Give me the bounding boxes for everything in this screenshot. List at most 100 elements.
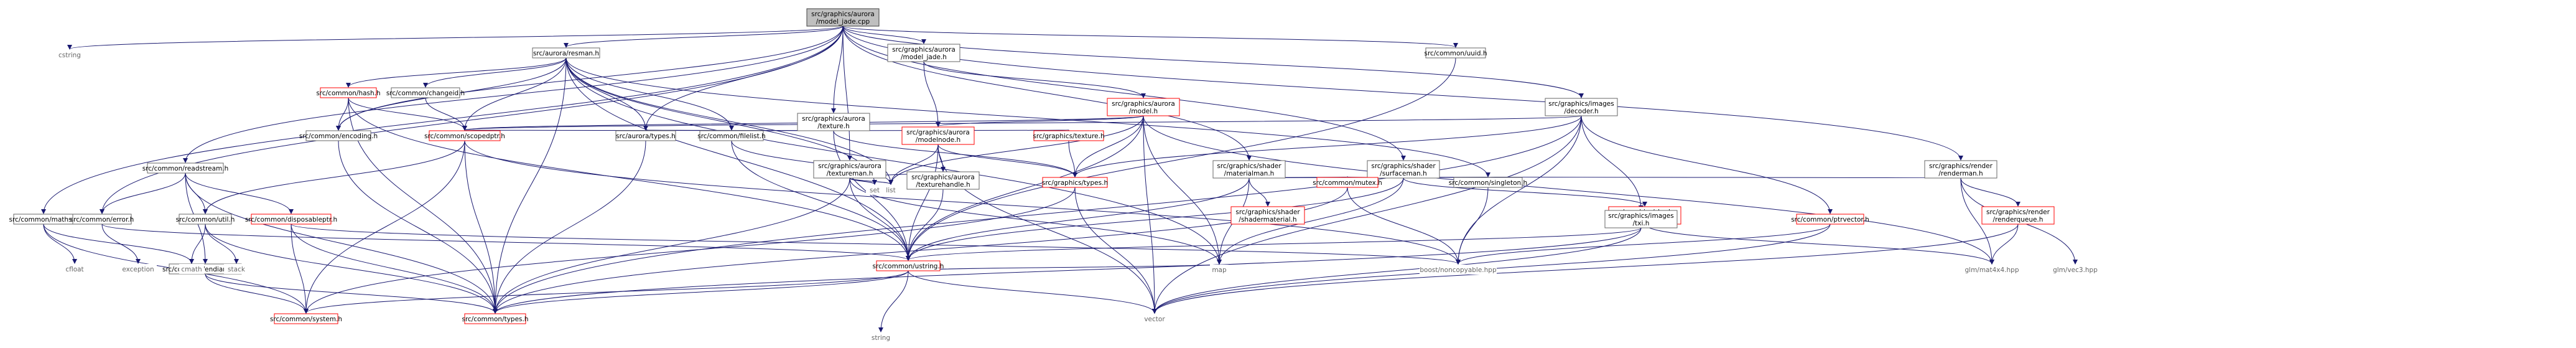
- node-label-set: set: [870, 187, 880, 194]
- edge-resman-to-hash: [346, 57, 567, 88]
- node-box-model: [1107, 98, 1180, 116]
- node-scopedptr[interactable]: src/common/scopedptr.h: [424, 130, 505, 141]
- node-box-root: [806, 8, 880, 27]
- node-ptrvector[interactable]: src/common/ptrvector.h: [1791, 214, 1869, 225]
- node-label-textureman: src/graphics/aurora: [818, 162, 881, 170]
- edge-maths-to-cfloat: [43, 223, 77, 264]
- node-auroratypes[interactable]: src/aurora/types.h: [615, 130, 676, 141]
- node-label-changeid: src/common/changeid.h: [386, 90, 465, 97]
- edge-textureman-to-list: [849, 177, 893, 185]
- node-renderman[interactable]: src/graphics/render/renderman.h: [1924, 160, 1997, 179]
- node-box-uuid: [1425, 47, 1486, 59]
- node-readstream[interactable]: src/common/readstream.h: [142, 162, 229, 174]
- node-box-readstream: [147, 162, 224, 174]
- node-label-txi: /txi.h: [1633, 220, 1650, 227]
- node-materialman[interactable]: src/graphics/shader/materialman.h: [1212, 160, 1286, 179]
- node-ustring[interactable]: src/common/ustring.h: [873, 260, 944, 271]
- node-system[interactable]: src/common/system.h: [270, 313, 342, 324]
- edge-gtypes-to-system: [304, 187, 1076, 314]
- node-label-model: src/graphics/aurora: [1112, 100, 1175, 108]
- edge-decoder-to-vector: [1152, 115, 1582, 314]
- node-model[interactable]: src/graphics/aurora/model.h: [1107, 98, 1180, 116]
- node-root[interactable]: src/graphics/aurora/model_jade.cpp: [806, 8, 880, 27]
- edge-model-to-list: [888, 115, 1144, 185]
- edge-disposableptr-to-noncopyable: [291, 223, 1461, 265]
- node-mutex[interactable]: src/common/mutex.h: [1313, 177, 1382, 188]
- node-label-util: src/common/util.h: [176, 216, 235, 223]
- node-renderqueue[interactable]: src/graphics/render/renderqueue.h: [1981, 206, 2055, 225]
- edge-error-to-exception: [101, 223, 141, 264]
- edge-model-to-mat4x4: [1143, 115, 1994, 265]
- node-ctypes[interactable]: src/common/types.h: [462, 313, 529, 324]
- node-textureman[interactable]: src/graphics/aurora/textureman.h: [813, 160, 886, 179]
- node-uuid[interactable]: src/common/uuid.h: [1424, 47, 1487, 59]
- node-util[interactable]: src/common/util.h: [176, 214, 235, 225]
- edge-auroratypes-to-ctypes: [493, 140, 646, 314]
- edge-textureman-to-ctypes: [493, 177, 850, 314]
- edge-modelnode-to-ustring: [906, 144, 939, 261]
- node-box-ptrvector: [1796, 214, 1864, 225]
- node-label-stack: stack: [228, 266, 246, 273]
- node-texturehandle[interactable]: src/graphics/aurora/texturehandle.h: [906, 171, 980, 190]
- node-box-exception: [119, 264, 157, 274]
- edge-hash-to-ustring: [348, 97, 911, 261]
- node-set: set: [866, 185, 883, 195]
- node-filelist[interactable]: src/common/filelist.h: [697, 130, 766, 141]
- node-txi[interactable]: src/graphics/images/txi.h: [1604, 210, 1678, 228]
- node-box-vector: [1142, 314, 1168, 324]
- edge-uuid-to-ustring: [906, 57, 1456, 261]
- node-texture[interactable]: src/graphics/aurora/texture.h: [797, 113, 870, 131]
- edge-model-to-modelnode: [936, 115, 1144, 127]
- node-surfaceman[interactable]: src/graphics/shader/surfaceman.h: [1367, 160, 1440, 179]
- edge-decoder-to-ctypes: [493, 115, 1582, 314]
- node-gtexture[interactable]: src/graphics/texture.h: [1033, 130, 1105, 141]
- node-label-decoder: src/graphics/images: [1548, 100, 1614, 108]
- node-box-changeid: [391, 87, 460, 98]
- node-label-surfaceman: src/graphics/shader: [1371, 162, 1436, 170]
- edge-textureman-to-ustring: [849, 177, 911, 261]
- node-label-vec3: glm/vec3.hpp: [2053, 266, 2098, 274]
- edge-renderman-to-renderqueue: [1960, 177, 2020, 207]
- node-label-resman: src/aurora/resman.h: [533, 50, 599, 57]
- edge-decoder-to-scopedptr: [463, 115, 1582, 131]
- node-modeljadeh[interactable]: src/graphics/aurora/model_jade.h: [887, 44, 960, 62]
- node-box-renderqueue: [1981, 206, 2055, 225]
- edge-mutex-to-noncopyable: [1347, 187, 1461, 265]
- edge-renderman-to-mat4x4: [1960, 177, 1994, 265]
- edge-renderqueue-to-vector: [1152, 223, 2019, 314]
- edge-scopedptr-to-noncopyable: [464, 140, 1461, 265]
- node-decoder[interactable]: src/graphics/images/decoder.h: [1545, 98, 1618, 116]
- node-box-string: [868, 332, 893, 342]
- node-gtypes[interactable]: src/graphics/types.h: [1042, 177, 1108, 188]
- edge-renderman-to-singleton: [1487, 176, 1961, 182]
- node-changeid[interactable]: src/common/changeid.h: [386, 87, 465, 98]
- edge-resman-to-ustring: [565, 57, 911, 261]
- node-resman[interactable]: src/aurora/resman.h: [532, 47, 600, 59]
- node-label-decoder: /decoder.h: [1564, 108, 1598, 115]
- edge-resman-to-ctypes: [493, 57, 567, 314]
- edge-disposableptr-to-system: [291, 223, 309, 314]
- edge-root-to-texture: [831, 26, 844, 113]
- node-singleton[interactable]: src/common/singleton.h: [1449, 177, 1527, 188]
- node-box-gtexture: [1033, 130, 1104, 141]
- edge-texture-to-gtypes: [833, 130, 1077, 177]
- edge-surfaceman-to-shadersurface: [1403, 177, 1647, 207]
- node-box-auroratypes: [615, 130, 676, 141]
- node-disposableptr[interactable]: src/common/disposableptr.h: [245, 214, 337, 225]
- edge-root-to-materialman: [842, 26, 1252, 161]
- node-hash[interactable]: src/common/hash.h: [316, 87, 381, 98]
- node-box-decoder: [1545, 98, 1618, 116]
- edge-ustring-to-system: [304, 270, 909, 314]
- edge-resman-to-scopedptr: [462, 57, 567, 131]
- node-label-cstring: cstring: [58, 52, 81, 59]
- node-box-scopedptr: [429, 130, 501, 141]
- node-label-singleton: src/common/singleton.h: [1449, 179, 1527, 187]
- node-label-map: map: [1212, 266, 1227, 274]
- edge-endianness-to-system: [205, 273, 309, 314]
- node-box-texturehandle: [906, 171, 980, 190]
- node-modelnode[interactable]: src/graphics/aurora/modelnode.h: [901, 126, 975, 145]
- node-shadermaterial[interactable]: src/graphics/shader/shadermaterial.h: [1230, 206, 1305, 225]
- node-error[interactable]: src/common/error.h: [70, 214, 134, 225]
- node-encoding[interactable]: src/common/encoding.h: [299, 130, 378, 141]
- node-maths[interactable]: src/common/maths.h: [9, 214, 78, 225]
